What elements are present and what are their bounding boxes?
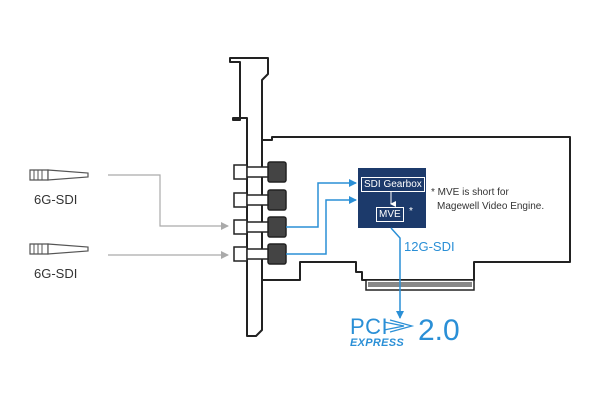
input-arrows <box>108 174 229 259</box>
arrow-icon <box>286 179 357 228</box>
pci-text: PCI <box>350 314 389 339</box>
blue-signal-lines <box>286 179 357 255</box>
output-label: 12G-SDI <box>404 239 455 254</box>
mve-footnote-line2: Magewell Video Engine. <box>437 201 545 212</box>
input-label: 6G-SDI <box>34 192 78 207</box>
arrow-icon <box>390 227 404 319</box>
pcie-gold-fingers <box>365 279 475 291</box>
express-text: EXPRESS <box>350 337 405 349</box>
mve-label: MVE <box>376 207 404 222</box>
bnc-connector <box>233 189 287 211</box>
input-label: 6G-SDI <box>34 266 78 281</box>
pci-express-logo <box>383 319 415 333</box>
engine-box <box>358 168 426 228</box>
mve-footnote-line1: * MVE is short for <box>431 187 509 198</box>
sdi-cable-icon <box>29 169 89 181</box>
bnc-connector <box>233 243 287 265</box>
gearbox-label: SDI Gearbox <box>361 177 425 192</box>
pcie-version: 2.0 <box>418 314 460 347</box>
bnc-connector <box>233 161 287 183</box>
bnc-connectors <box>233 161 287 265</box>
mve-asterisk: * <box>409 206 413 217</box>
bnc-connector <box>233 216 287 238</box>
sdi-cable-icon <box>29 243 89 255</box>
arrow-icon <box>286 196 357 255</box>
arrow-icon <box>108 174 229 230</box>
